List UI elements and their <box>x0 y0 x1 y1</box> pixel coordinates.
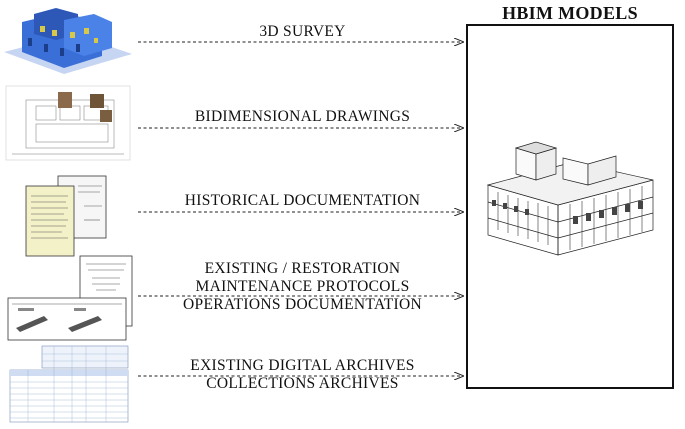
protocol-document-icon <box>7 255 133 341</box>
label-collections-archives: COLLECTIONS ARCHIVES <box>206 375 399 392</box>
label-operations-documentation: OPERATIONS DOCUMENTATION <box>183 296 422 313</box>
label-maintenance-protocols: MAINTENANCE PROTOCOLS <box>195 278 410 295</box>
plan-drawing-icon <box>5 85 131 161</box>
building-model-icon <box>486 141 654 256</box>
label-existing-restoration: EXISTING / RESTORATION <box>204 260 401 277</box>
spreadsheet-icon <box>8 344 130 424</box>
label-3d-survey: 3D SURVEY <box>259 23 346 40</box>
label-historical-documentation: HISTORICAL DOCUMENTATION <box>184 192 421 209</box>
document-stack-icon <box>25 175 107 257</box>
label-existing-digital-archives: EXISTING DIGITAL ARCHIVES <box>190 357 415 374</box>
diagram-title: HBIM MODELS <box>502 3 638 23</box>
point-cloud-icon <box>4 8 132 74</box>
label-bidimensional-drawings: BIDIMENSIONAL DRAWINGS <box>194 108 411 125</box>
